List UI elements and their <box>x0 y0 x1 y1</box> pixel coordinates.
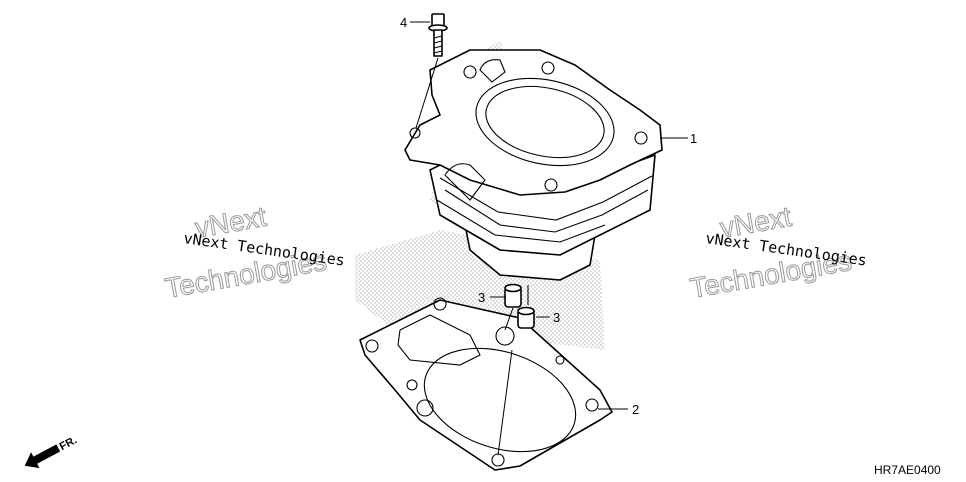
callout-4: 4 <box>400 15 407 30</box>
callout-3-left: 3 <box>478 290 485 305</box>
front-direction-indicator: FR. <box>24 434 79 469</box>
guide-lines <box>415 57 529 456</box>
callout-1: 1 <box>690 131 697 146</box>
callout-2: 2 <box>632 402 639 417</box>
dowel-pin-right <box>517 306 535 329</box>
direction-label: FR. <box>58 434 79 453</box>
flange-bolt <box>428 13 448 57</box>
callout-numbers: 1 2 3 3 4 <box>400 15 697 417</box>
callout-leaders <box>410 21 688 410</box>
cylinder-gasket <box>359 297 613 471</box>
arrow-left-icon <box>24 444 61 469</box>
dowel-pin-left <box>504 283 522 308</box>
callout-3-right: 3 <box>553 310 560 325</box>
cylinder <box>404 49 663 281</box>
diagram-code: HR7AE0400 <box>874 463 941 477</box>
